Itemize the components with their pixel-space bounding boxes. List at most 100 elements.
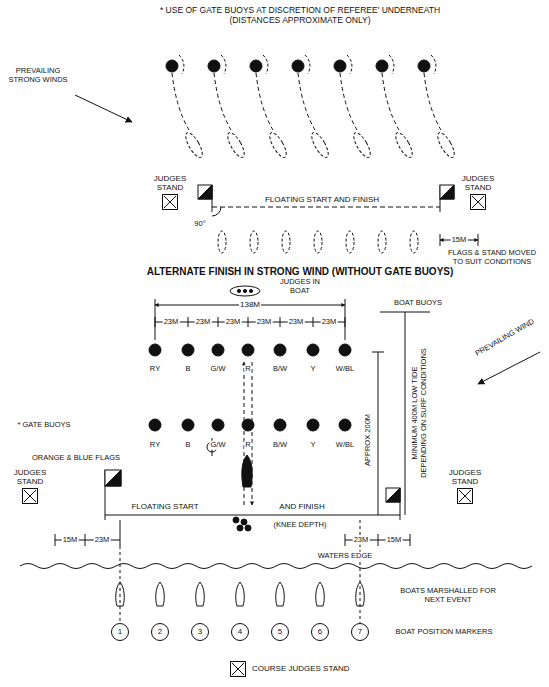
course-judges-stand: COURSE JUDGES STAND xyxy=(230,661,350,677)
course-line xyxy=(75,95,132,122)
course-g xyxy=(116,317,364,606)
course-label: 23M xyxy=(321,318,338,327)
boat-buoy xyxy=(212,344,224,356)
tick xyxy=(188,317,189,327)
stand-cross xyxy=(164,196,176,208)
stand-label: JUDGES STAND xyxy=(443,468,487,486)
boat-outline xyxy=(282,231,290,253)
course-circle xyxy=(241,519,247,525)
course-label: 23M xyxy=(225,318,242,327)
course-label: 23M xyxy=(94,536,111,545)
gate-buoy xyxy=(149,419,161,431)
course-label: G/W xyxy=(210,441,227,450)
tick xyxy=(155,317,156,327)
boat-outline xyxy=(378,231,386,253)
judges-stand-symbol xyxy=(230,661,246,677)
course-rect xyxy=(105,470,121,486)
course-label: APPROX 200M xyxy=(364,413,373,467)
wake-arc xyxy=(305,55,310,74)
course-line xyxy=(478,352,540,384)
course-label: * GATE BUOYS xyxy=(16,421,71,430)
boat-track xyxy=(214,73,231,130)
boat-outline xyxy=(410,231,418,253)
course-label: B xyxy=(184,441,191,450)
marker-number: 6 xyxy=(318,627,322,636)
course-rect xyxy=(386,488,400,502)
boat-track xyxy=(382,73,399,130)
course-label: PREVAILING WIND xyxy=(473,317,537,359)
marshalled-boat xyxy=(116,582,124,606)
tick xyxy=(313,317,314,327)
course-label: 15M xyxy=(386,536,403,545)
course-circle xyxy=(249,289,252,292)
course-line xyxy=(155,322,345,323)
stand-box xyxy=(471,195,486,210)
course-label: W/BL xyxy=(335,365,355,374)
boat-outline xyxy=(351,130,374,159)
course-path xyxy=(20,564,532,569)
course-ellipse xyxy=(230,286,260,296)
course-label: RY xyxy=(149,441,161,450)
stand-label: JUDGES STAND xyxy=(8,468,52,486)
marshalled-boat xyxy=(236,582,244,606)
course-label: G/W xyxy=(210,365,227,374)
boat-buoy xyxy=(339,344,351,356)
boat-outline xyxy=(393,130,416,159)
wake-arc xyxy=(431,55,436,74)
boat-track xyxy=(172,73,189,130)
wake-arc xyxy=(179,55,184,74)
course-line xyxy=(212,207,440,208)
judges-stand: JUDGES STAND xyxy=(456,174,500,210)
course-label: 90° xyxy=(193,220,206,229)
tick xyxy=(218,317,219,327)
course-line xyxy=(155,299,156,340)
gate-buoy xyxy=(242,419,254,431)
boat-buoy xyxy=(182,344,194,356)
course-label: 23M xyxy=(195,318,212,327)
boat-track xyxy=(256,73,273,130)
course-label: * USE OF GATE BUOYS AT DISCRETION OF REF… xyxy=(134,6,466,26)
boat-position-marker: 4 xyxy=(231,623,249,641)
boat-outline xyxy=(183,130,206,159)
boat-position-marker: 3 xyxy=(191,623,209,641)
course-path xyxy=(440,185,454,199)
course-line xyxy=(405,312,406,515)
course-g xyxy=(166,55,457,253)
course-label: B/W xyxy=(272,441,288,450)
marshalled-boat xyxy=(356,582,364,606)
top-buoy xyxy=(376,60,388,72)
course-circle xyxy=(233,517,239,523)
wake-arc xyxy=(347,55,352,74)
course-label: R xyxy=(244,365,251,374)
stand-cross xyxy=(472,196,484,208)
course-label: 138M xyxy=(239,300,261,309)
course-g xyxy=(75,95,478,246)
marker-number: 2 xyxy=(158,627,162,636)
top-buoy xyxy=(418,60,430,72)
course-line xyxy=(378,352,379,515)
boat-track xyxy=(340,73,357,130)
gate-buoy xyxy=(182,419,194,431)
course-label: 23M xyxy=(256,318,273,327)
course-label: 15M xyxy=(62,536,79,545)
marker-number: 3 xyxy=(198,627,202,636)
top-buoy xyxy=(250,60,262,72)
course-path xyxy=(386,488,400,502)
marshalled-boat xyxy=(196,582,204,606)
course-label: FLOATING START AND FINISH xyxy=(264,195,380,204)
marker-number: 7 xyxy=(358,627,362,636)
boat-position-marker: 7 xyxy=(351,623,369,641)
stand-cross xyxy=(24,490,36,502)
gate-buoy xyxy=(274,419,286,431)
course-line xyxy=(120,546,121,623)
top-buoy xyxy=(292,60,304,72)
boat-track xyxy=(424,73,441,130)
wake-arc xyxy=(221,55,226,74)
tick xyxy=(280,317,281,327)
course-label: RY xyxy=(149,365,161,374)
boat-outline xyxy=(267,130,290,159)
stand-label: COURSE JUDGES STAND xyxy=(252,664,350,673)
course-label: R xyxy=(244,441,251,450)
tick xyxy=(248,317,249,327)
